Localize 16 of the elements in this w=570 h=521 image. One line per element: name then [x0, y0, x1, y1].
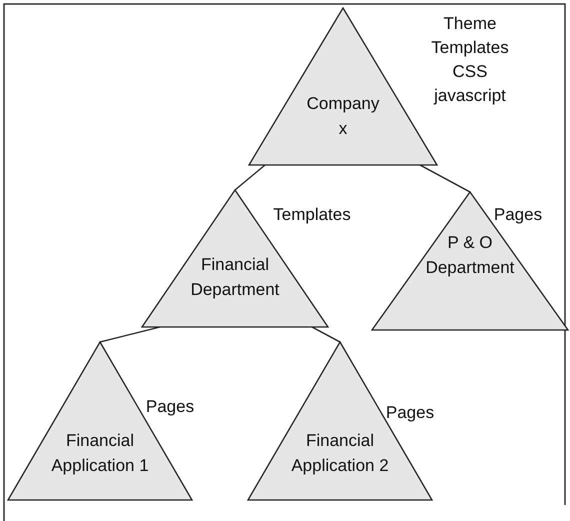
annotation-text: Pages: [492, 204, 544, 226]
connector-line: [312, 326, 340, 343]
annotation-text: Theme Templates CSS javascript: [430, 13, 510, 107]
triangle-node: [372, 192, 568, 330]
triangle-node: [8, 342, 192, 500]
annotation-text: Pages: [384, 402, 436, 424]
node-label: Financial Application 1: [50, 430, 150, 477]
connector-line: [234, 164, 266, 190]
node-label: P & O Department: [424, 232, 516, 279]
node-label: Company x: [306, 93, 380, 140]
connector-line: [420, 164, 470, 193]
node-label: Financial Department: [190, 254, 280, 301]
annotation-text: Pages: [144, 396, 196, 418]
node-label: Financial Application 2: [290, 430, 390, 477]
annotation-text: Templates: [272, 204, 352, 226]
triangle-node: [248, 342, 432, 500]
